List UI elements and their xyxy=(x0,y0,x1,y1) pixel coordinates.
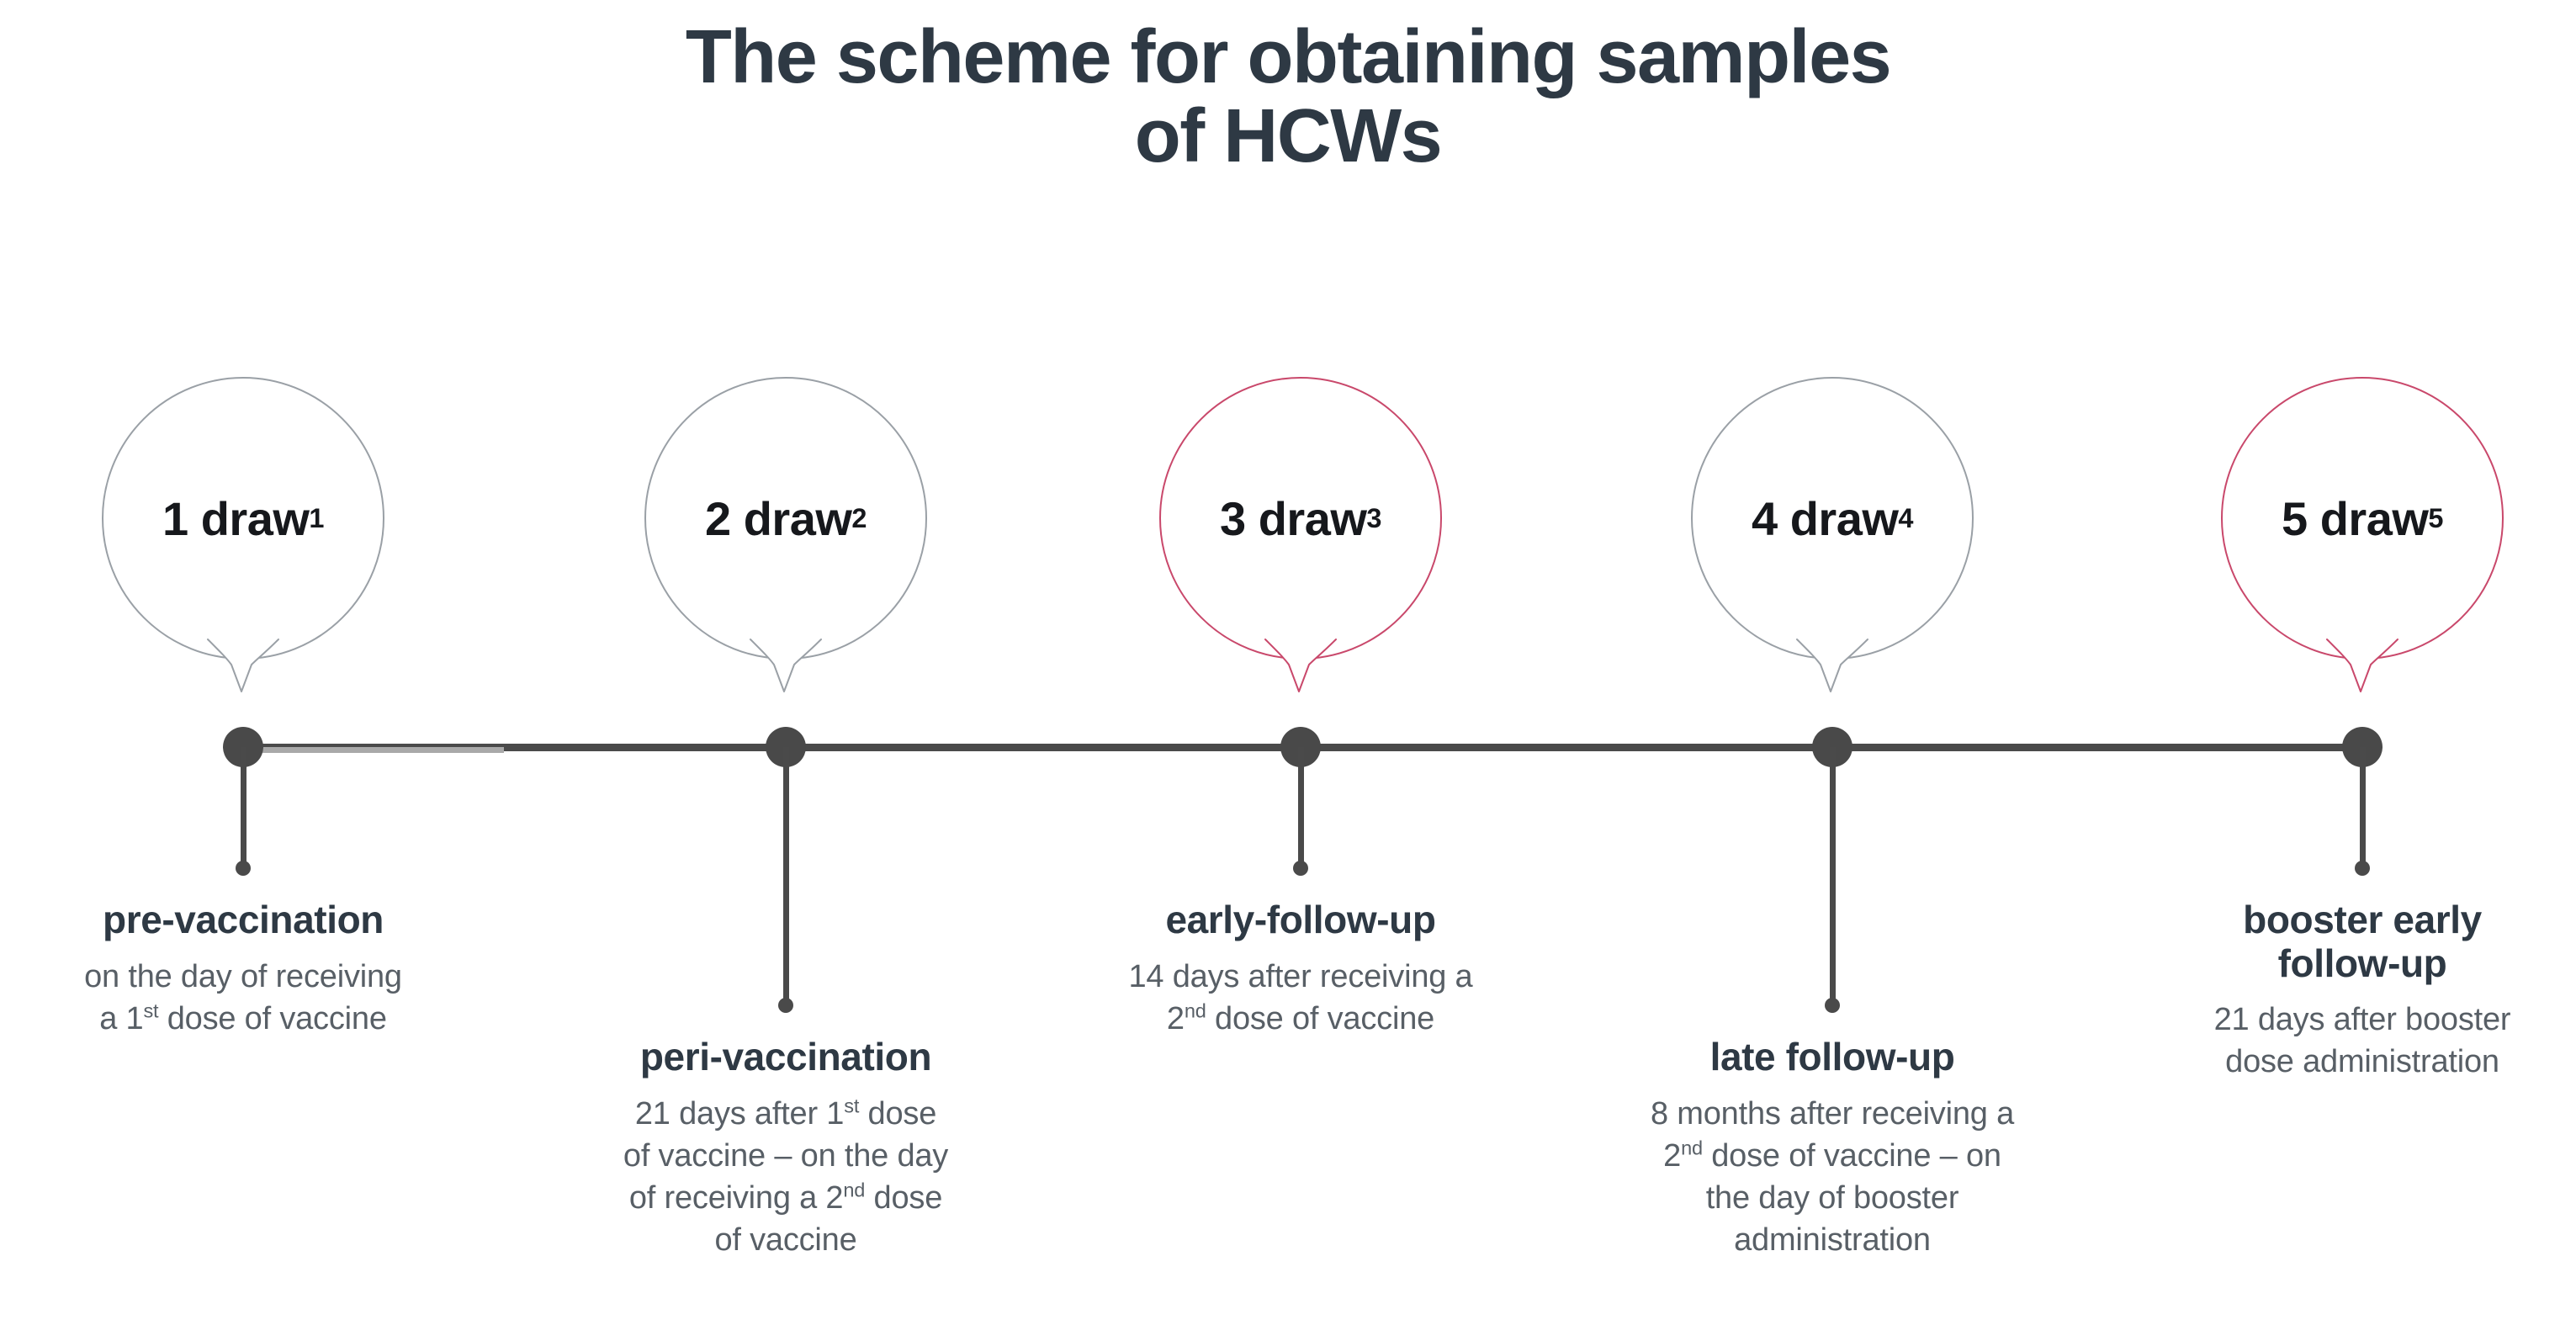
timeline-connector-cap-2 xyxy=(778,998,793,1013)
draw-bubble-tail-4 xyxy=(1782,587,1883,697)
timeline-connector-stem-4 xyxy=(1829,747,1836,1005)
draw-bubble-tail-5 xyxy=(2312,587,2413,697)
page-title: The scheme for obtaining samples of HCWs xyxy=(0,15,2576,178)
timeline-caption-4: late follow-up 8 months after receiving a… xyxy=(1572,1035,2093,1261)
draw-bubble-tail-2 xyxy=(735,587,836,697)
timeline-connector-stem-2 xyxy=(782,747,789,1005)
draw-bubble-tail-1 xyxy=(193,587,294,697)
timeline-caption-title: late follow-up xyxy=(1709,1035,1955,1079)
title-line-1: The scheme for obtaining samples xyxy=(685,15,1892,99)
timeline-caption-title: early-follow-up xyxy=(1165,898,1436,941)
title-line-2: of HCWs xyxy=(1134,93,1443,178)
timeline-connector-cap-3 xyxy=(1293,861,1308,876)
timeline-axis-segment-light xyxy=(243,747,504,753)
draw-bubble-tail-3 xyxy=(1250,587,1351,697)
timeline-connector-cap-4 xyxy=(1825,998,1840,1013)
timeline-connector-stem-1 xyxy=(240,747,246,868)
timeline-caption-title: peri-vaccination xyxy=(639,1035,932,1079)
timeline-connector-cap-1 xyxy=(236,861,251,876)
timeline-caption-3: early-follow-up 14 days after receiving a… xyxy=(1048,898,1553,1040)
timeline-connector-cap-5 xyxy=(2355,861,2370,876)
timeline-connector-stem-3 xyxy=(1297,747,1304,868)
timeline-connector-stem-5 xyxy=(2359,747,2366,868)
timeline-caption-title: pre-vaccination xyxy=(103,898,384,941)
